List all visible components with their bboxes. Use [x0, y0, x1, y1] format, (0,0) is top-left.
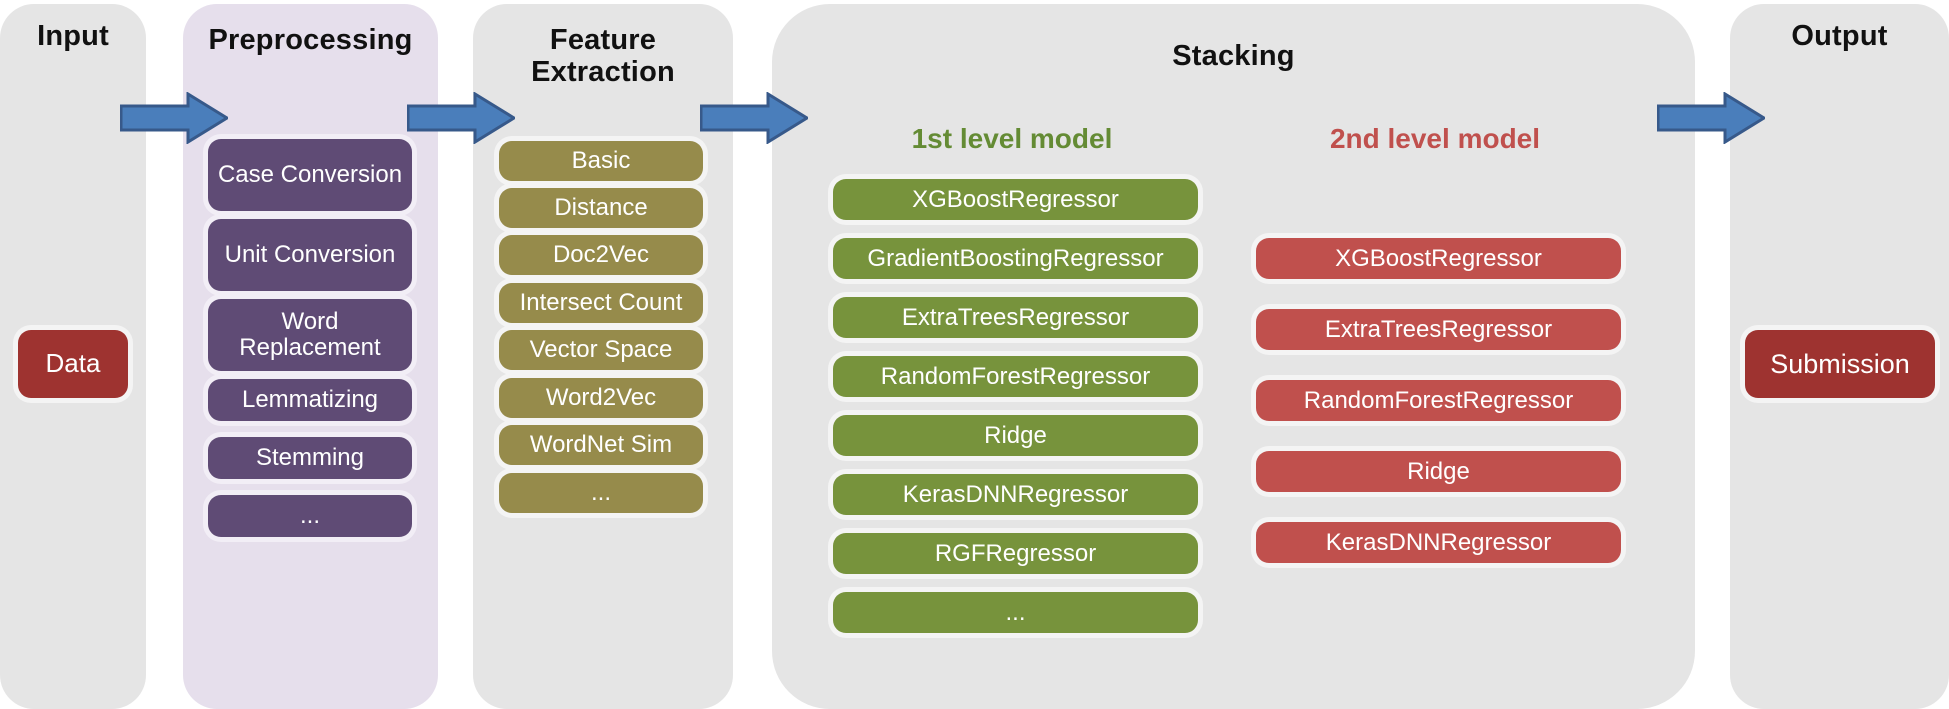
box-l1-xgboostregressor[interactable]: XGBoostRegressor [833, 179, 1198, 220]
stacking-level2-title: 2nd level model [1329, 123, 1541, 154]
box-word-replacement[interactable]: Word Replacement [208, 299, 412, 371]
panel-preprocessing-title: Preprocessing [208, 24, 413, 56]
box-vector-space[interactable]: Vector Space [499, 330, 703, 370]
arrow-right-icon-feature-extraction-to-stacking [700, 92, 808, 144]
box-l2-kerasdnnregressor[interactable]: KerasDNNRegressor [1256, 522, 1621, 563]
box-wordnet-sim[interactable]: WordNet Sim [499, 425, 703, 465]
box-l2-extratreesregressor[interactable]: ExtraTreesRegressor [1256, 309, 1621, 350]
box-intersect-count[interactable]: Intersect Count [499, 283, 703, 323]
box-l2-ridge[interactable]: Ridge [1256, 451, 1621, 492]
box-data[interactable]: Data [18, 330, 128, 398]
panel-input-title: Input [37, 20, 109, 52]
box-l1-gradientboostingregressor[interactable]: GradientBoostingRegressor [833, 238, 1198, 279]
panel-feature-extraction-title-line1: Feature [549, 24, 657, 56]
box-distance[interactable]: Distance [499, 188, 703, 228]
box-l2-randomforestregressor[interactable]: RandomForestRegressor [1256, 380, 1621, 421]
arrow-right-icon-input-to-preprocessing [120, 92, 228, 144]
box-stemming[interactable]: Stemming [208, 437, 412, 479]
box-l2-xgboostregressor[interactable]: XGBoostRegressor [1256, 238, 1621, 279]
box-l1-rgfregressor[interactable]: RGFRegressor [833, 533, 1198, 574]
panel-feature-extraction-title: Feature Extraction [473, 24, 733, 89]
box-lemmatizing[interactable]: Lemmatizing [208, 379, 412, 421]
box-l1-ridge[interactable]: Ridge [833, 415, 1198, 456]
panel-feature-extraction-title-line2: Extraction [531, 56, 675, 89]
box-submission[interactable]: Submission [1745, 330, 1935, 398]
box-l1-extratreesregressor[interactable]: ExtraTreesRegressor [833, 297, 1198, 338]
box-case-conversion[interactable]: Case Conversion [208, 139, 412, 211]
box-l1-kerasdnnregressor[interactable]: KerasDNNRegressor [833, 474, 1198, 515]
box-feature-extraction-more[interactable]: ... [499, 473, 703, 513]
arrow-right-icon-preprocessing-to-feature-extraction [407, 92, 515, 144]
box-l1-more[interactable]: ... [833, 592, 1198, 633]
box-l1-randomforestregressor[interactable]: RandomForestRegressor [833, 356, 1198, 397]
box-basic[interactable]: Basic [499, 141, 703, 181]
arrow-right-icon-stacking-to-output [1657, 92, 1765, 144]
box-unit-conversion[interactable]: Unit Conversion [208, 219, 412, 291]
box-doc2vec[interactable]: Doc2Vec [499, 235, 703, 275]
stacking-level1-title: 1st level model [911, 123, 1113, 154]
box-preprocessing-more[interactable]: ... [208, 495, 412, 537]
panel-output-title: Output [1791, 20, 1888, 52]
box-word2vec[interactable]: Word2Vec [499, 378, 703, 418]
panel-stacking-title: Stacking [1172, 40, 1295, 72]
